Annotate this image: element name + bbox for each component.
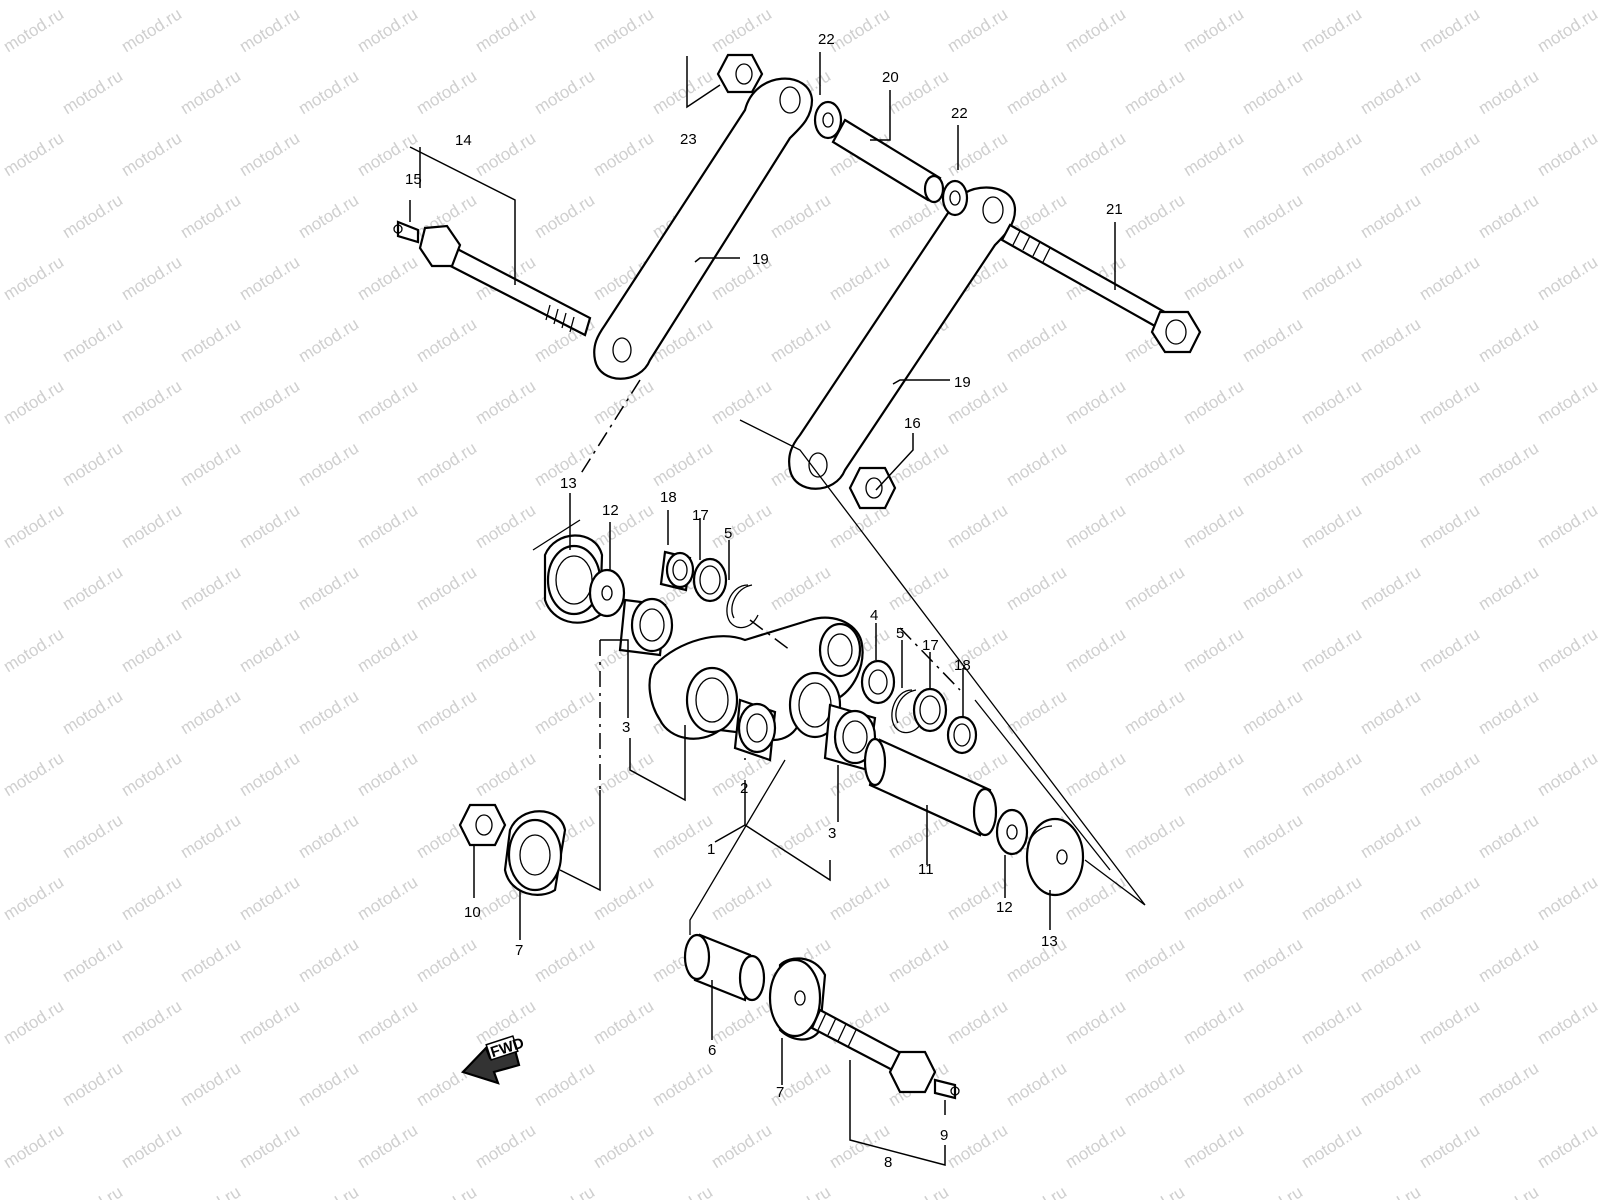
nut-16: [848, 466, 897, 510]
callout-23: 23: [680, 131, 697, 148]
washer-12-right: [995, 808, 1029, 856]
callout-20: 20: [882, 69, 899, 86]
bolt-14: [393, 220, 592, 337]
seal-17-right: [912, 687, 948, 733]
callout-18-left: 18: [660, 489, 677, 506]
spacer-20: [813, 100, 969, 217]
bearing-2: [733, 698, 777, 762]
dust-cover-13-right: [1025, 817, 1085, 897]
callout-4: 4: [870, 607, 878, 624]
callout-5-right: 5: [896, 625, 904, 642]
callout-3-right: 3: [828, 825, 836, 842]
callout-12-left: 12: [602, 502, 619, 519]
callout-2: 2: [740, 780, 748, 797]
callout-7-lower: 7: [776, 1084, 784, 1101]
callout-22-top: 22: [818, 31, 835, 48]
callout-5-left: 5: [724, 525, 732, 542]
fwd-arrow: FWD: [460, 1034, 526, 1085]
callout-1: 1: [707, 841, 715, 858]
callout-19-upper: 19: [752, 251, 769, 268]
callout-18-right: 18: [954, 657, 971, 674]
callout-3-left: 3: [622, 719, 630, 736]
callout-13-left: 13: [560, 475, 577, 492]
spacer-6: [683, 933, 766, 1002]
bolt-21: [1000, 223, 1202, 354]
bearing-3-right: [823, 703, 877, 772]
nut-10: [458, 803, 507, 847]
callout-6: 6: [708, 1042, 716, 1059]
callout-19-lower: 19: [954, 374, 971, 391]
callout-10: 10: [464, 904, 481, 921]
bolt-8: [810, 1008, 960, 1100]
callout-17-right: 17: [922, 637, 939, 654]
spacer-11: [863, 737, 998, 837]
callout-22-right: 22: [951, 105, 968, 122]
dust-cover-7-lower: [768, 957, 827, 1041]
bearing-4: [860, 659, 896, 705]
callout-9: 9: [940, 1127, 948, 1144]
callout-12-right: 12: [996, 899, 1013, 916]
callout-7-left: 7: [515, 942, 523, 959]
washer-12-left: [588, 568, 626, 618]
leader-lines: [409, 52, 1116, 1166]
link-rod-left: [593, 77, 814, 380]
callout-labels: 1 2 3 3 4 5 5 6 7 7 8 9 10 11 12 12 13 1…: [405, 31, 1123, 1171]
circlip-5-right: [891, 689, 924, 734]
bushing-18-left: [659, 550, 695, 592]
link-rod-right: [788, 186, 1017, 490]
callout-17-left: 17: [692, 507, 709, 524]
callout-11: 11: [918, 861, 934, 878]
circlip-5-left: [726, 584, 759, 629]
seal-17-left: [692, 557, 728, 603]
bushing-18-right: [946, 715, 978, 755]
callout-15: 15: [405, 171, 422, 188]
dust-cover-13-left: [543, 534, 604, 624]
dust-cover-7-left: [503, 810, 567, 896]
callout-21: 21: [1106, 201, 1123, 218]
callout-8: 8: [884, 1154, 892, 1171]
callout-16: 16: [904, 415, 921, 432]
bearing-3-left: [618, 597, 674, 657]
nut-23: [716, 53, 764, 94]
callout-14: 14: [455, 132, 472, 149]
callout-13-right: 13: [1041, 933, 1058, 950]
